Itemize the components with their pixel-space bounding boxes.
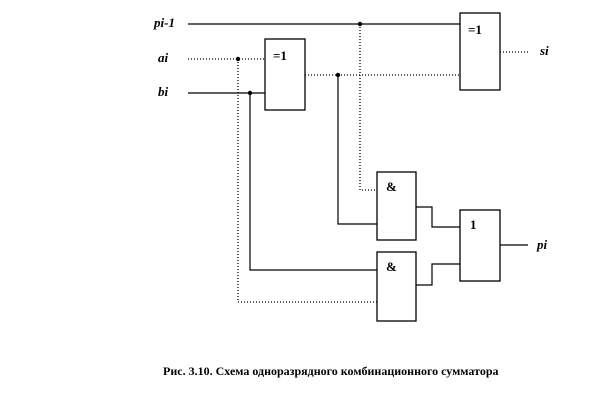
label-s-out: si [539,43,549,58]
junction-a [235,56,241,62]
wire-xor1-to-and1 [337,75,377,225]
xor1-gate: =1 [264,38,306,111]
label-p-in: pi-1 [153,15,175,30]
and2-label: & [386,259,397,274]
or-gate: 1 [459,209,501,282]
wire-and2-to-or [416,263,460,286]
wire-and1-to-or [416,206,460,228]
label-a: ai [158,50,169,65]
wire-p-in-to-and1 [359,24,377,191]
and2-gate: & [376,251,417,322]
label-p-out: pi [536,237,548,252]
xor1-label: =1 [273,48,287,63]
xor2-gate: =1 [459,12,501,91]
junction-xor1-out [335,72,341,78]
wire-b-to-and2 [249,93,377,271]
and1-label: & [386,179,397,194]
wire-a-to-and2 [237,59,377,303]
and1-gate: & [376,171,417,241]
junction-b [247,90,253,96]
junction-p-in [357,21,363,27]
label-b: bi [158,84,169,99]
figure-caption: Рис. 3.10. Схема одноразрядного комбинац… [163,364,499,378]
xor2-label: =1 [468,22,482,37]
or-label: 1 [470,217,477,232]
